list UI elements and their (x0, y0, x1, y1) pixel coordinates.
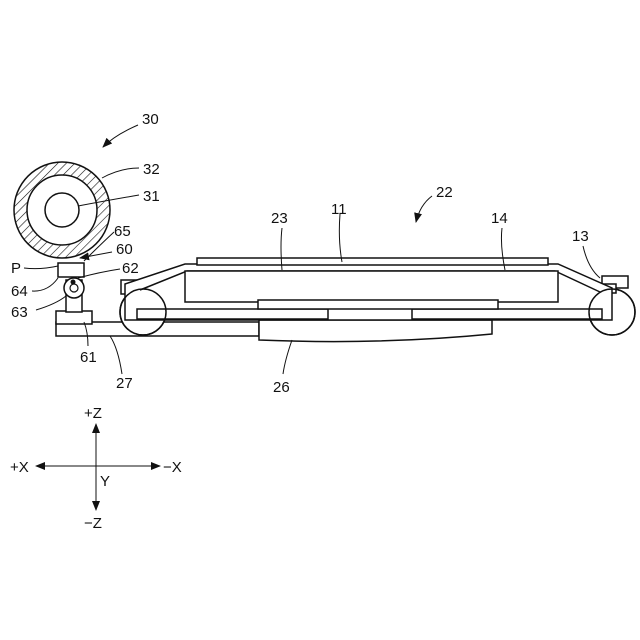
sensor-unit-60 (56, 263, 92, 324)
label-65: 65 (114, 223, 131, 240)
axis-plus-z: +Z (84, 405, 102, 422)
center-link (258, 300, 498, 309)
roller-shaft-31 (45, 193, 79, 227)
label-32: 32 (143, 161, 160, 178)
label-61: 61 (80, 349, 97, 366)
axis-minus-z: −Z (84, 515, 102, 532)
label-63: 63 (11, 304, 28, 321)
label-26: 26 (273, 379, 290, 396)
coordinate-axes: +Z −Z +X −X Y (10, 405, 182, 532)
sensor-head-64 (58, 263, 84, 277)
label-62: 62 (122, 260, 139, 277)
label-27: 27 (116, 375, 133, 392)
right-beam (412, 309, 602, 319)
axis-plus-x: +X (10, 459, 29, 476)
label-22: 22 (436, 184, 453, 201)
sensor-pin-62 (71, 280, 76, 285)
upper-plate-11 (197, 258, 548, 265)
label-23: 23 (271, 210, 288, 227)
label-30: 30 (142, 111, 159, 128)
label-P: P (11, 260, 21, 277)
label-11: 11 (331, 201, 347, 218)
arrow-22 (416, 196, 432, 222)
arrow-30 (103, 125, 138, 147)
label-13: 13 (572, 228, 589, 245)
roller-30 (14, 162, 110, 258)
sensor-hub (70, 284, 78, 292)
lower-rail-26 (259, 320, 492, 342)
label-14: 14 (491, 210, 508, 227)
sensor-base-61 (56, 311, 92, 324)
axis-minus-x: −X (163, 459, 182, 476)
tray-23 (185, 271, 558, 302)
label-64: 64 (11, 283, 28, 300)
label-31: 31 (143, 188, 160, 205)
label-60: 60 (116, 241, 133, 258)
axis-y: Y (100, 473, 110, 490)
